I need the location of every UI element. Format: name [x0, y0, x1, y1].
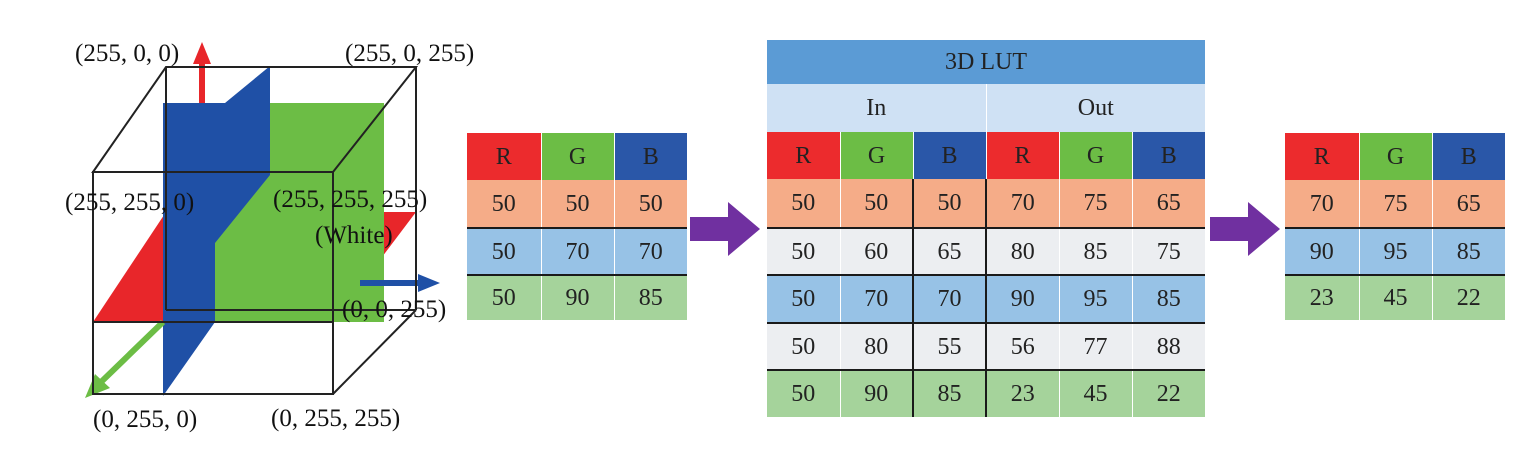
- table-cell: 85: [614, 275, 687, 320]
- label-yellow-corner: (255, 255, 0): [65, 189, 195, 216]
- table-cell: 23: [1285, 275, 1360, 320]
- table-cell: 90: [1285, 228, 1360, 276]
- table-cell: 23: [986, 370, 1060, 417]
- table-cell: 70: [541, 228, 615, 276]
- table-cell: 50: [467, 275, 542, 320]
- table-cell: 70: [614, 228, 687, 276]
- lut-header-out-g: G: [1059, 132, 1133, 179]
- table-cell: 65: [913, 228, 987, 276]
- input-header-b: B: [614, 133, 687, 180]
- table-cell: 75: [1359, 180, 1433, 229]
- label-blue-corner: (0, 0, 255): [342, 296, 447, 323]
- table-row: 50 50 50 70 75 65: [767, 179, 1206, 229]
- output-header-g: G: [1359, 133, 1433, 180]
- table-cell: 50: [467, 228, 542, 276]
- table-cell: 65: [1132, 179, 1206, 229]
- table-cell: 45: [1359, 275, 1433, 320]
- table-row: 50 70 70 90 95 85: [767, 275, 1206, 324]
- input-header-g: G: [541, 133, 615, 180]
- table-cell: 50: [840, 179, 914, 229]
- cube-wireframe: [91, 66, 419, 395]
- table-cell: 70: [913, 275, 987, 324]
- lut-table: 3D LUT In Out R G B R G B 50 50 50 70 75…: [767, 40, 1206, 417]
- table-cell: 50: [767, 228, 841, 276]
- table-cell: 65: [1432, 180, 1505, 229]
- lut-title: 3D LUT: [767, 40, 1206, 84]
- table-cell: 50: [541, 180, 615, 229]
- table-cell: 90: [986, 275, 1060, 324]
- table-cell: 70: [986, 179, 1060, 229]
- table-cell: 50: [767, 323, 841, 371]
- table-cell: 22: [1432, 275, 1505, 320]
- label-cyan-corner: (0, 255, 255): [271, 405, 401, 432]
- table-cell: 80: [986, 228, 1060, 276]
- table-row: 50 80 55 56 77 88: [767, 323, 1206, 371]
- label-green-corner: (0, 255, 0): [93, 406, 198, 433]
- table-row: 70 75 65: [1285, 180, 1505, 229]
- table-cell: 50: [767, 275, 841, 324]
- table-cell: 77: [1059, 323, 1133, 371]
- lut-header-in-g: G: [840, 132, 914, 179]
- table-row: 50 60 65 80 85 75: [767, 228, 1206, 276]
- lut-header-in-b: B: [913, 132, 987, 179]
- table-cell: 50: [767, 179, 841, 229]
- table-cell: 85: [1059, 228, 1133, 276]
- lut-header-in-r: R: [767, 132, 841, 179]
- table-cell: 50: [913, 179, 987, 229]
- green-axis-arrow: [85, 374, 110, 398]
- table-row: 50 90 85: [467, 275, 687, 320]
- lut-out-label: Out: [986, 84, 1206, 132]
- label-red-corner: (255, 0, 0): [75, 40, 180, 67]
- label-magenta-corner: (255, 0, 255): [345, 40, 475, 67]
- rgb-cube-diagram: [85, 42, 440, 398]
- table-cell: 22: [1132, 370, 1206, 417]
- table-cell: 95: [1359, 228, 1433, 276]
- table-cell: 85: [1432, 228, 1505, 276]
- table-row: 50 70 70: [467, 228, 687, 276]
- table-cell: 85: [1132, 275, 1206, 324]
- output-header-b: B: [1432, 133, 1505, 180]
- table-cell: 75: [1132, 228, 1206, 276]
- table-cell: 95: [1059, 275, 1133, 324]
- table-cell: 90: [840, 370, 914, 417]
- table-cell: 88: [1132, 323, 1206, 371]
- table-cell: 45: [1059, 370, 1133, 417]
- table-cell: 70: [840, 275, 914, 324]
- table-cell: 50: [767, 370, 841, 417]
- blue-axis-arrow: [418, 274, 440, 292]
- arrow-right-icon: [1210, 202, 1280, 256]
- arrow-right-icon: [690, 202, 760, 256]
- table-row: 50 50 50: [467, 180, 687, 229]
- table-row: 50 90 85 23 45 22: [767, 370, 1206, 417]
- table-cell: 85: [913, 370, 987, 417]
- table-cell: 70: [1285, 180, 1360, 229]
- output-header-r: R: [1285, 133, 1360, 180]
- output-pixel-table: R G B 70 75 65 90 95 85 23 45 22: [1285, 133, 1505, 320]
- table-cell: 55: [913, 323, 987, 371]
- blue-plane: [163, 66, 270, 396]
- table-cell: 50: [467, 180, 542, 229]
- label-white-corner: (255, 255, 255): [273, 186, 428, 213]
- table-cell: 56: [986, 323, 1060, 371]
- label-white-text: (White): [315, 222, 393, 249]
- table-cell: 60: [840, 228, 914, 276]
- input-pixel-table: R G B 50 50 50 50 70 70 50 90 85: [467, 133, 687, 320]
- lut-header-out-b: B: [1132, 132, 1206, 179]
- input-header-r: R: [467, 133, 542, 180]
- table-cell: 80: [840, 323, 914, 371]
- lut-header-out-r: R: [986, 132, 1060, 179]
- table-row: 23 45 22: [1285, 275, 1505, 320]
- lut-in-label: In: [767, 84, 987, 132]
- table-row: 90 95 85: [1285, 228, 1505, 276]
- table-cell: 50: [614, 180, 687, 229]
- table-cell: 90: [541, 275, 615, 320]
- red-axis-arrow: [193, 42, 211, 64]
- table-cell: 75: [1059, 179, 1133, 229]
